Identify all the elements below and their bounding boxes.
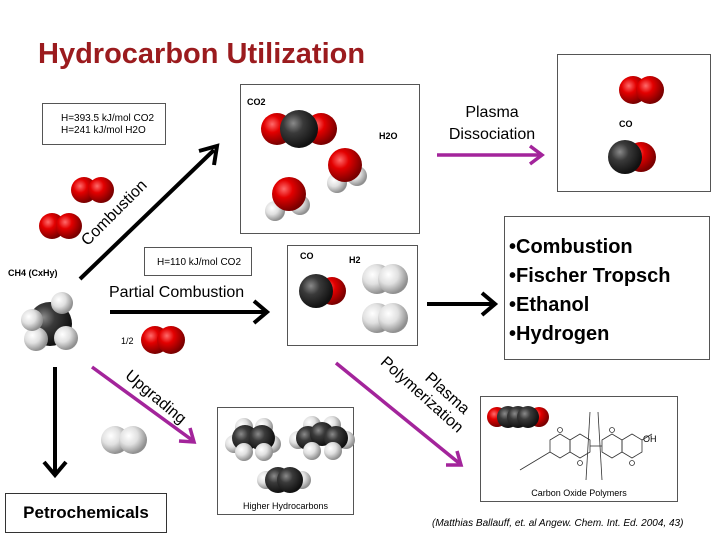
h2o-label: H2O — [379, 131, 398, 141]
plasma-dissociation-line2: Dissociation — [448, 126, 536, 143]
carbon-suboxide-molecule — [487, 406, 549, 428]
methane-molecule — [21, 292, 78, 351]
propane-molecule — [289, 416, 355, 460]
partial-enthalpy-box: H=110 kJ/mol CO2 — [144, 247, 252, 276]
co2-molecule — [261, 110, 337, 148]
partial-combustion-label: Partial Combustion — [109, 284, 245, 301]
combustion-arrow — [78, 143, 220, 281]
partial-combustion-arrow — [110, 299, 271, 325]
o2-molecule-2 — [39, 213, 82, 239]
co2-label: CO2 — [247, 97, 266, 107]
to-uses-arrow — [427, 291, 499, 317]
plasma-dissociation-arrow — [437, 144, 545, 166]
h2-molecule-free — [101, 426, 147, 454]
enthalpy-h2o: H=241 kJ/mol H2O — [61, 125, 146, 136]
petrochemicals-arrow — [42, 367, 68, 479]
co-molecule-dissociated — [608, 140, 656, 174]
syngas-h2-label: H2 — [349, 255, 361, 265]
ethane-molecule — [225, 418, 281, 461]
use-combustion: •Combustion — [509, 236, 633, 258]
o2-molecule-1 — [71, 177, 114, 203]
higher-hydrocarbons-label: Higher Hydrocarbons — [242, 501, 329, 511]
dissociation-co-label: CO — [619, 119, 633, 129]
plasma-polymerization-arrow — [334, 361, 464, 467]
acetylene-molecule — [257, 467, 311, 493]
o2-molecule-dissociated — [619, 76, 664, 104]
h2-molecule-syngas-2 — [362, 303, 408, 333]
uses-box: •Combustion •Fischer Tropsch •Ethanol •H… — [504, 216, 710, 360]
use-hydrogen: •Hydrogen — [509, 323, 610, 345]
plasma-dissociation-label: Plasma Dissociation — [437, 102, 547, 146]
h2o-molecule-2 — [265, 177, 310, 221]
h2o-molecule-1 — [327, 148, 367, 193]
co-molecule-syngas — [299, 274, 346, 308]
enthalpy-partial: H=110 kJ/mol CO2 — [157, 257, 242, 268]
h2-molecule-syngas-1 — [362, 264, 408, 294]
combustion-enthalpy-box: H=393.5 kJ/mol CO2 H=241 kJ/mol H2O — [42, 103, 166, 145]
o2-molecule-half — [141, 326, 185, 354]
half-label: 1/2 — [121, 336, 134, 346]
page-title: Hydrocarbon Utilization — [38, 38, 366, 70]
polymer-structure — [519, 411, 653, 481]
polymer-label: Carbon Oxide Polymers — [531, 488, 627, 498]
petrochemicals-box: Petrochemicals — [5, 493, 167, 533]
upgrading-arrow — [90, 365, 197, 444]
use-ethanol: •Ethanol — [509, 294, 590, 316]
methane-label: CH4 (CxHy) — [8, 268, 58, 278]
polymer-oh-label: OH — [643, 434, 657, 444]
use-fischer-tropsch: •Fischer Tropsch — [509, 265, 671, 287]
plasma-dissociation-line1: Plasma — [465, 104, 519, 121]
petrochemicals-label: Petrochemicals — [23, 503, 149, 522]
syngas-co-label: CO — [300, 251, 314, 261]
citation: (Matthias Ballauff, et. al Angew. Chem. … — [432, 518, 684, 529]
enthalpy-co2: H=393.5 kJ/mol CO2 — [61, 113, 155, 124]
